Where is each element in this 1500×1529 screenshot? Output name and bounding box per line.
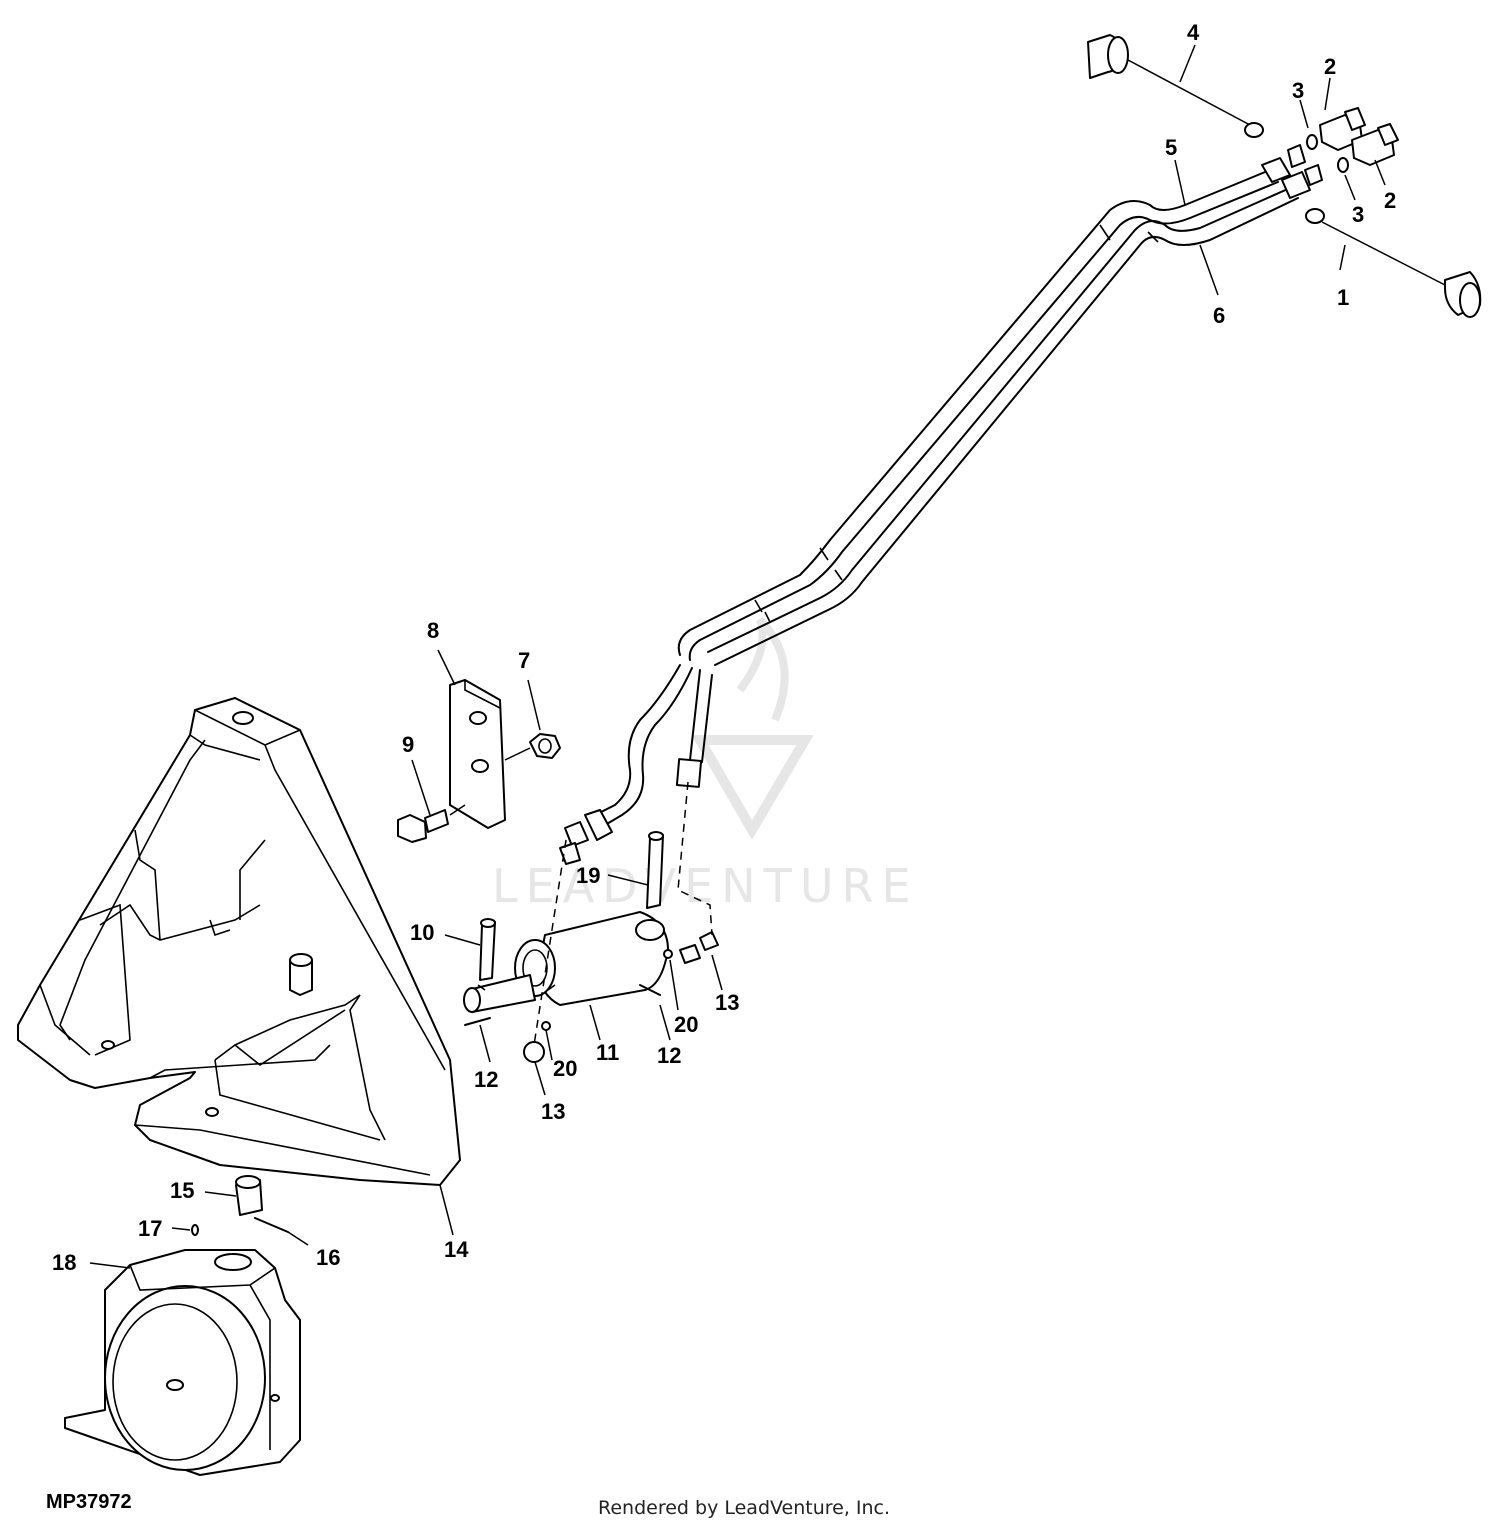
callout-12b: 12 [657, 1043, 681, 1068]
o-rings-3 [1306, 134, 1349, 173]
bolt-9 [397, 804, 466, 843]
callout-12a: 12 [474, 1067, 498, 1092]
footer-credit: Rendered by LeadVenture, Inc. [598, 1497, 890, 1519]
callout-6: 6 [1213, 303, 1225, 328]
callout-9: 9 [402, 732, 414, 757]
pivot-pin-15 [235, 1175, 263, 1216]
watermark-text: LEADVENTURE [492, 859, 919, 913]
callout-8: 8 [427, 618, 439, 643]
figure-id: MP37972 [46, 1491, 132, 1513]
callout-20b: 20 [674, 1012, 698, 1037]
callout-labels: 1 2 2 3 3 4 5 6 7 8 9 10 11 12 12 13 13 … [52, 20, 1396, 1275]
callout-10: 10 [410, 920, 434, 945]
grease-fitting-17 [191, 1224, 199, 1236]
callout-13b: 13 [715, 990, 739, 1015]
lock-nut-7 [504, 733, 561, 761]
bracket-plate-8 [449, 679, 506, 829]
quick-couplers-2 [1319, 107, 1399, 166]
callout-19: 19 [576, 863, 600, 888]
callout-18: 18 [52, 1250, 76, 1275]
callout-16: 16 [316, 1245, 340, 1270]
callout-leaders [89, 44, 1386, 1269]
hydraulic-cylinder-11 [463, 911, 669, 1013]
dust-cap-4 [1087, 34, 1264, 138]
fittings-13-20 [523, 781, 719, 1063]
callout-15: 15 [170, 1178, 194, 1203]
callout-5: 5 [1165, 135, 1177, 160]
hydraulic-hoses [559, 144, 1323, 865]
callout-2a: 2 [1324, 54, 1336, 79]
pin-19 [646, 831, 664, 909]
callout-3b: 3 [1352, 202, 1364, 227]
callout-13a: 13 [541, 1099, 565, 1124]
callout-20a: 20 [553, 1056, 577, 1081]
callout-7: 7 [518, 648, 530, 673]
callout-2b: 2 [1384, 188, 1396, 213]
callout-3a: 3 [1292, 78, 1304, 103]
callout-1: 1 [1337, 285, 1349, 310]
callout-11: 11 [596, 1040, 619, 1065]
mounting-frame-14 [17, 697, 461, 1186]
callout-4: 4 [1187, 20, 1200, 45]
support-housing-18 [64, 1249, 301, 1476]
dust-cap-1 [1305, 208, 1482, 318]
callout-14: 14 [444, 1237, 469, 1262]
roll-pins-12 [464, 984, 661, 1026]
pin-10 [479, 918, 496, 981]
leadventure-watermark: LEADVENTURE [492, 617, 919, 913]
roll-pin-16 [254, 1217, 289, 1233]
callout-17: 17 [138, 1216, 162, 1241]
